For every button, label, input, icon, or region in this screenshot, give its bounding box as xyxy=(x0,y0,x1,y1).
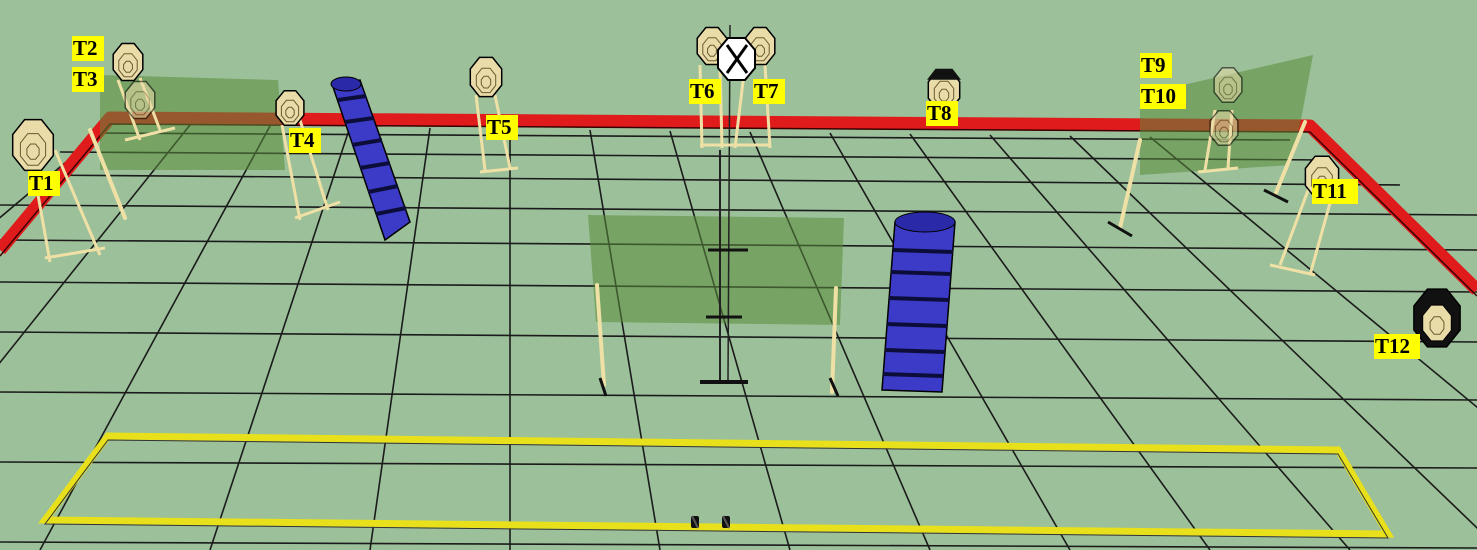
label-text-t11: T11 xyxy=(1313,179,1347,203)
octagon-steel-target-icon xyxy=(13,120,54,171)
label-text-t2: T2 xyxy=(73,36,98,60)
octagon-steel-target-icon xyxy=(276,91,304,126)
label-t7: T7 xyxy=(753,79,785,104)
label-t6: T6 xyxy=(689,79,721,104)
label-t11: T11 xyxy=(1312,179,1358,204)
label-t10: T10 xyxy=(1140,84,1186,109)
barrel-right xyxy=(882,212,955,392)
label-text-t4: T4 xyxy=(290,128,315,152)
target-t4 xyxy=(276,91,304,126)
label-text-t12: T12 xyxy=(1375,334,1410,358)
target-t2 xyxy=(113,44,143,81)
label-t9: T9 xyxy=(1140,53,1172,78)
octagon-steel-target-icon xyxy=(1210,111,1238,146)
label-t4: T4 xyxy=(289,128,321,153)
label-text-t6: T6 xyxy=(690,79,715,103)
label-t1: T1 xyxy=(28,171,60,196)
target-t5 xyxy=(470,57,501,96)
octagon-steel-target-icon xyxy=(470,57,501,96)
octagon-steel-target-icon xyxy=(113,44,143,81)
target-t9 xyxy=(1214,68,1242,103)
label-text-t8: T8 xyxy=(927,101,952,125)
label-text-t3: T3 xyxy=(73,67,98,91)
octagon-steel-target-icon xyxy=(1214,68,1242,103)
target-t1 xyxy=(13,120,54,171)
label-text-t9: T9 xyxy=(1141,53,1166,77)
label-text-t7: T7 xyxy=(754,79,779,103)
label-text-t1: T1 xyxy=(29,171,54,195)
vision-barrier-center xyxy=(588,215,844,325)
target-t3 xyxy=(125,82,155,119)
label-t3: T3 xyxy=(72,67,104,92)
label-t12: T12 xyxy=(1374,334,1420,359)
label-text-t10: T10 xyxy=(1141,84,1176,108)
label-t8: T8 xyxy=(926,101,958,126)
target-t12 xyxy=(1414,289,1460,347)
target-t10 xyxy=(1210,111,1238,146)
octagon-steel-target-icon xyxy=(125,82,155,119)
no-shoot-target-icon xyxy=(718,38,755,80)
label-t5: T5 xyxy=(486,115,518,140)
label-t2: T2 xyxy=(72,36,104,61)
label-text-t5: T5 xyxy=(487,115,512,139)
